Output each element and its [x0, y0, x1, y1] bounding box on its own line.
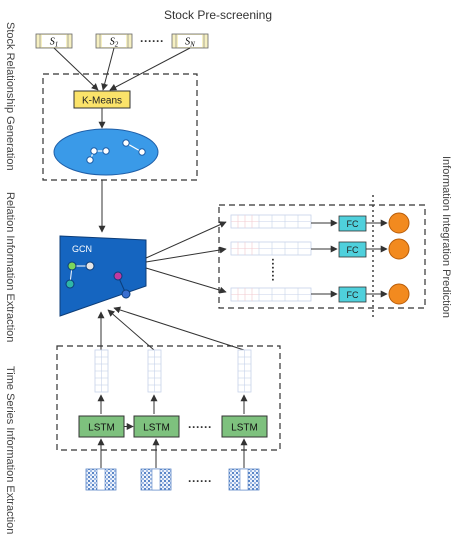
- input-ellipsis: ······: [188, 474, 212, 488]
- side-label-time-series: Time Series Information Extraction: [4, 366, 16, 535]
- lstm-block-3: [221, 415, 268, 438]
- gcn-block: [59, 235, 147, 317]
- input-sequence-1: [85, 468, 117, 491]
- side-label-stock-relationship: Stock Relationship Generation: [4, 22, 16, 171]
- feature-row-1: [230, 214, 312, 229]
- side-label-integration: Information Integration Prediction: [440, 156, 452, 319]
- cluster-graph: [53, 128, 159, 176]
- side-label-relation-info: Relation Information Extraction: [4, 192, 16, 343]
- fc-label-3: FC: [347, 290, 359, 300]
- rows-ellipsis: ······: [266, 258, 280, 282]
- gcn-label: GCN: [72, 244, 92, 254]
- lstm-block-2: [133, 415, 180, 438]
- lstm-label-2: LSTM: [143, 423, 170, 434]
- integration-box: [218, 204, 426, 309]
- hidden-vector-2: [147, 349, 162, 393]
- stock-sn: SN: [171, 33, 209, 49]
- svg-text:S1: S1: [50, 37, 59, 49]
- output-node-1: [388, 212, 410, 234]
- kmeans-label: K-Means: [82, 96, 122, 107]
- feature-row-3: [230, 287, 312, 302]
- stock-prescreening-title: Stock Pre-screening: [163, 8, 273, 22]
- output-node-3: [388, 283, 410, 305]
- svg-text:SN: SN: [185, 37, 195, 49]
- output-node-2: [388, 238, 410, 260]
- feature-row-2: [230, 241, 312, 256]
- time-series-box: [56, 345, 281, 451]
- lstm-label-3: LSTM: [231, 423, 258, 434]
- svg-text:S2: S2: [110, 37, 119, 49]
- stock-ellipsis: ······: [140, 34, 164, 48]
- hidden-vector-1: [94, 349, 109, 393]
- stock-s1: S1: [35, 33, 73, 49]
- hidden-vector-3: [237, 349, 252, 393]
- input-sequence-2: [140, 468, 172, 491]
- lstm-label-1: LSTM: [88, 423, 115, 434]
- lstm-ellipsis: ······: [188, 420, 212, 434]
- fc-label-1: FC: [347, 219, 359, 229]
- stock-s2: S2: [95, 33, 133, 49]
- fc-label-2: FC: [347, 245, 359, 255]
- input-sequence-3: [228, 468, 260, 491]
